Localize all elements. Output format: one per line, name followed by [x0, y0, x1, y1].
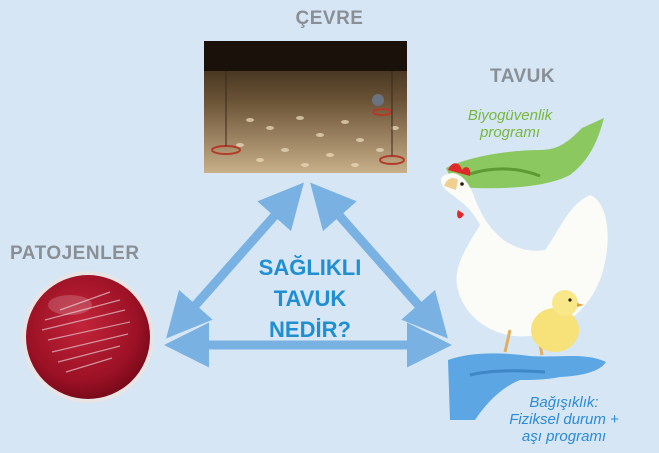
immunity-caption-line-2: Fiziksel durum + — [474, 411, 654, 428]
pathogens-label: PATOJENLER — [10, 243, 140, 265]
environment-photo — [204, 41, 407, 173]
center-question-line-3: NEDİR? — [230, 314, 390, 345]
biosecurity-caption-line-2: programı — [440, 124, 580, 141]
center-question-line-1: SAĞLIKLI — [230, 252, 390, 283]
petri-dish-image — [22, 271, 154, 403]
immunity-caption-line-1: Bağışıklık: — [474, 394, 654, 411]
chicken-image — [441, 163, 608, 355]
center-question-line-2: TAVUK — [230, 283, 390, 314]
immunity-caption-line-3: aşı programı — [474, 428, 654, 445]
center-question: SAĞLIKLI TAVUK NEDİR? — [230, 252, 390, 345]
biosecurity-caption-line-1: Biyogüvenlik — [440, 107, 580, 124]
environment-label: ÇEVRE — [0, 8, 659, 30]
immunity-caption: Bağışıklık: Fiziksel durum + aşı program… — [474, 394, 654, 445]
biosecurity-caption: Biyogüvenlik programı — [440, 107, 580, 141]
chicken-label: TAVUK — [490, 66, 555, 88]
